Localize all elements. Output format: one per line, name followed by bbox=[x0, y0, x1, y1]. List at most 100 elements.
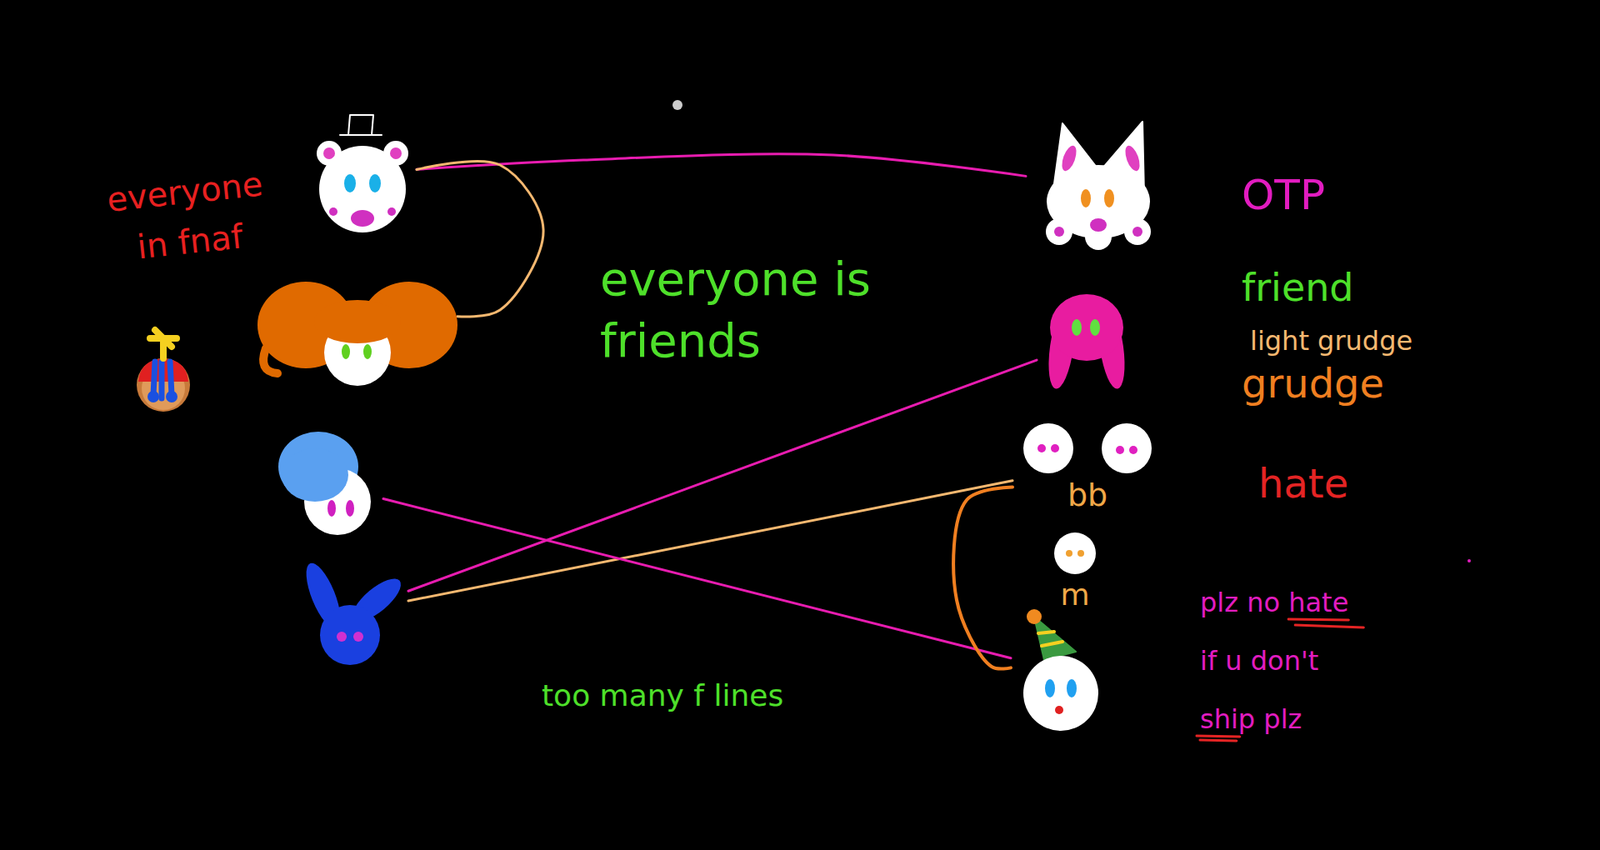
eye bbox=[345, 500, 355, 517]
ear-inner bbox=[1059, 144, 1080, 174]
legend-text: light grudge bbox=[1250, 325, 1413, 357]
cheek bbox=[329, 207, 338, 216]
party-hat bbox=[1034, 616, 1076, 660]
eye bbox=[341, 344, 350, 360]
legend-swatch: hate bbox=[1258, 460, 1349, 507]
fluff bbox=[1124, 218, 1151, 245]
propeller bbox=[150, 330, 177, 359]
character-drawing bbox=[257, 273, 458, 390]
character-drawing bbox=[1041, 525, 1109, 577]
eye bbox=[1037, 444, 1046, 453]
underline-mark bbox=[1288, 619, 1349, 620]
eye bbox=[353, 631, 364, 642]
character-drawing bbox=[1010, 608, 1111, 734]
eye bbox=[344, 174, 356, 193]
character-drawing bbox=[308, 110, 417, 235]
head bbox=[136, 358, 190, 412]
character-head bbox=[257, 273, 458, 390]
eye bbox=[1071, 319, 1082, 336]
note: plz no hate if u don't ship plz bbox=[1200, 573, 1364, 749]
eye bbox=[147, 390, 160, 403]
otp-line bbox=[408, 360, 1037, 591]
head bbox=[1050, 294, 1124, 361]
head bbox=[319, 145, 406, 233]
eye bbox=[1077, 550, 1085, 557]
character-group: bb bbox=[1012, 416, 1163, 515]
eye bbox=[1045, 679, 1055, 698]
note: everyone is friends bbox=[600, 248, 892, 372]
character-tag: bb bbox=[1064, 476, 1111, 515]
eye bbox=[1066, 679, 1077, 698]
head bbox=[1023, 655, 1099, 731]
legend-text: grudge bbox=[1241, 360, 1385, 407]
pompom bbox=[1026, 609, 1042, 625]
character-head: m bbox=[1041, 525, 1109, 614]
stray-dot bbox=[1467, 559, 1471, 563]
character-head bbox=[1025, 116, 1172, 252]
eye bbox=[1050, 444, 1060, 453]
otp-line bbox=[416, 154, 1026, 177]
character-head bbox=[291, 558, 409, 667]
eye bbox=[1065, 550, 1073, 557]
legend-text: OTP bbox=[1241, 170, 1325, 220]
top-hat bbox=[340, 115, 382, 135]
bangs bbox=[314, 300, 401, 344]
character-drawing bbox=[275, 426, 384, 544]
note-text: everyone in fnaf bbox=[105, 164, 265, 266]
eye bbox=[336, 631, 347, 642]
propeller-kid-figure bbox=[136, 330, 190, 412]
eye bbox=[1115, 445, 1125, 455]
character-drawing bbox=[1025, 116, 1172, 252]
character-head bbox=[308, 110, 417, 235]
legend-swatch: grudge bbox=[1241, 360, 1385, 407]
hat-stripe bbox=[1038, 631, 1063, 646]
eye bbox=[369, 174, 381, 193]
cheek bbox=[1054, 226, 1065, 237]
nose bbox=[1090, 218, 1107, 232]
fluff bbox=[1045, 218, 1073, 245]
eye bbox=[1104, 189, 1115, 208]
eye bbox=[1090, 319, 1100, 336]
head bbox=[1101, 423, 1152, 474]
cheek bbox=[387, 207, 396, 216]
eye bbox=[165, 390, 178, 403]
eye bbox=[327, 500, 336, 517]
eye bbox=[1129, 445, 1138, 455]
legend-swatch: light grudge bbox=[1250, 325, 1413, 357]
character-head bbox=[1010, 608, 1111, 734]
character-drawing bbox=[1036, 287, 1137, 396]
curl bbox=[263, 348, 278, 374]
underline-mark bbox=[1295, 625, 1364, 628]
hair-front bbox=[281, 448, 349, 502]
note: too many f lines bbox=[541, 676, 892, 715]
character-tag: m bbox=[1056, 576, 1093, 614]
ear-inner bbox=[1122, 144, 1143, 174]
legend-text: friend bbox=[1241, 265, 1355, 310]
mouth bbox=[350, 210, 375, 227]
legend-swatch: OTP bbox=[1241, 170, 1325, 220]
head bbox=[320, 605, 380, 665]
legend-text: hate bbox=[1258, 460, 1349, 507]
underline-mark bbox=[1200, 740, 1237, 741]
character-head bbox=[275, 426, 384, 544]
stray-dot bbox=[672, 100, 683, 110]
eye bbox=[363, 344, 372, 360]
character-drawing bbox=[291, 558, 409, 667]
nose bbox=[1055, 705, 1064, 715]
note-text: plz no hate if u don't ship plz bbox=[1200, 586, 1349, 735]
head bbox=[1054, 532, 1096, 575]
character-drawing bbox=[1012, 416, 1163, 477]
eye bbox=[1080, 189, 1091, 208]
character-head bbox=[1036, 287, 1137, 396]
grudge-line bbox=[953, 486, 1013, 669]
head bbox=[1023, 423, 1074, 474]
cheek bbox=[1132, 226, 1143, 237]
otp-line bbox=[383, 499, 1011, 659]
note: everyone in fnaf bbox=[86, 156, 288, 276]
note-text: everyone is friends bbox=[600, 251, 871, 368]
underline-mark bbox=[1196, 735, 1240, 737]
